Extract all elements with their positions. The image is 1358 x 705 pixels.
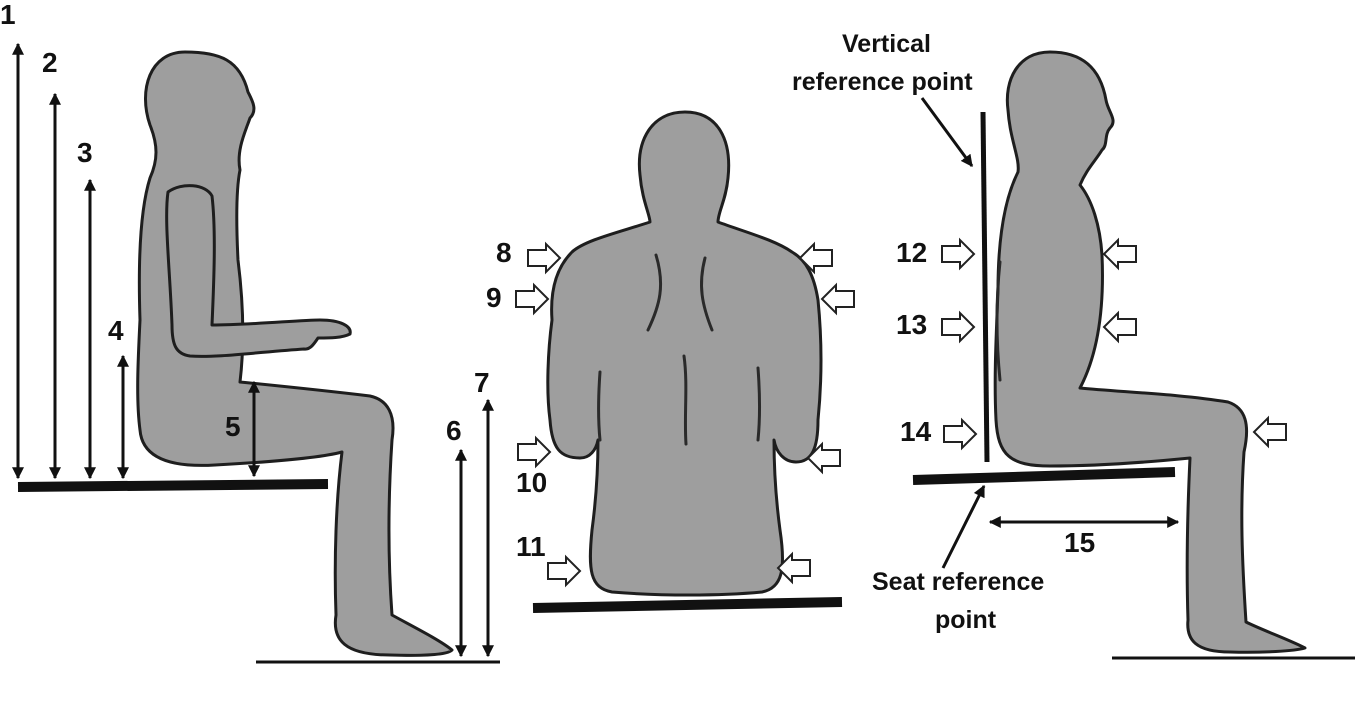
- side-view-figure: [136, 50, 454, 657]
- back-arm-left-inner: [597, 370, 602, 442]
- back-muscle-right: [699, 256, 714, 332]
- label-6: 6: [446, 415, 462, 446]
- side-body-silhouette: [136, 50, 454, 657]
- vertical-ref-pointer: [920, 97, 974, 167]
- label-14: 14: [900, 416, 932, 447]
- back-body-silhouette: [546, 110, 823, 597]
- arrow-11-right: [776, 551, 811, 585]
- back-view-figure: [546, 110, 823, 597]
- arrow-13-left: [941, 310, 976, 344]
- label-8: 8: [496, 237, 512, 268]
- label-12: 12: [896, 237, 927, 268]
- vertical-ref-caption-line2: reference point: [792, 68, 973, 96]
- label-1: 1: [0, 0, 16, 30]
- ref-back-curve: [995, 260, 1002, 382]
- arrow-9-left: [515, 282, 550, 316]
- label-7: 7: [474, 367, 490, 398]
- arrow-10-right: [806, 441, 841, 475]
- back-seat-plate: [532, 597, 843, 613]
- label-15: 15: [1064, 527, 1095, 558]
- ref-body-silhouette: [993, 50, 1307, 654]
- label-5: 5: [225, 411, 241, 442]
- side-seat-plate: [17, 479, 329, 492]
- back-arm-right-inner: [756, 366, 761, 442]
- arrow-8-left: [527, 241, 562, 275]
- label-9: 9: [486, 282, 502, 313]
- vertical-ref-caption-line1: Vertical: [842, 30, 931, 58]
- seat-ref-caption-line2: point: [935, 606, 997, 634]
- arrow-9-right: [820, 282, 855, 316]
- arrow-14-left: [943, 417, 978, 451]
- label-2: 2: [42, 47, 58, 78]
- label-11: 11: [516, 531, 546, 562]
- side-arm: [165, 184, 352, 358]
- label-13: 13: [896, 309, 927, 340]
- seat-ref-pointer: [941, 484, 986, 569]
- label-4: 4: [108, 315, 124, 346]
- ref-seat-plate: [912, 467, 1176, 485]
- vertical-reference-line: [980, 111, 990, 463]
- label-3: 3: [77, 137, 93, 168]
- reference-view-figure: [993, 50, 1307, 654]
- arrow-12-left: [941, 237, 976, 271]
- seat-ref-caption-line1: Seat reference: [872, 568, 1044, 596]
- arrow-12-right: [1102, 237, 1137, 271]
- arrow-13-right: [1102, 310, 1137, 344]
- spine-line: [682, 354, 688, 446]
- arrow-14-right: [1252, 415, 1287, 449]
- back-muscle-left: [646, 253, 663, 332]
- arrow-10-left: [517, 435, 552, 469]
- arrow-11-left: [547, 554, 582, 588]
- arrow-8-right: [798, 241, 833, 275]
- label-10: 10: [516, 467, 547, 498]
